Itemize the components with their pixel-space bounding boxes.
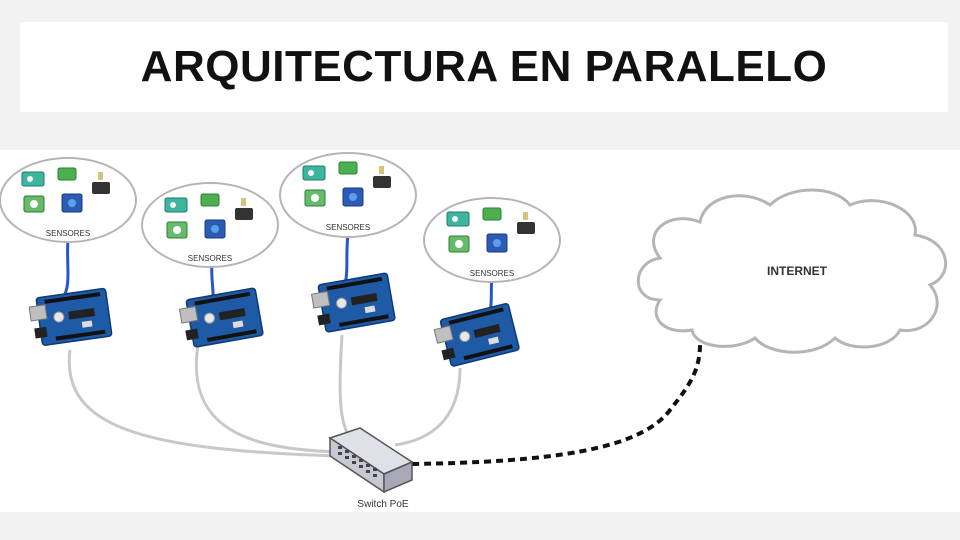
slide-title: ARQUITECTURA EN PARALELO <box>140 42 828 91</box>
ethernet-cable-1 <box>67 349 339 458</box>
board-shape <box>177 287 265 350</box>
ethernet-cables <box>67 334 462 458</box>
arduino-board-1 <box>27 287 113 348</box>
sensor-group-label: SENSORES <box>188 254 232 263</box>
dashed-link <box>411 343 702 466</box>
arduino-board-3 <box>309 272 397 335</box>
switch-label: Switch PoE <box>357 499 408 510</box>
board-shape <box>309 272 397 335</box>
cloud-shape <box>636 188 948 354</box>
ethernet-cable-2 <box>194 344 343 454</box>
title-bar: ARQUITECTURA EN PARALELO <box>20 22 948 112</box>
sensor-group-label: SENSORES <box>326 223 370 232</box>
sensor-group-1: SENSORES <box>0 157 137 243</box>
sensor-group-2: SENSORES <box>141 182 279 268</box>
internet-cloud: INTERNET <box>636 188 948 354</box>
internet-link <box>411 343 702 466</box>
arduino-board-2 <box>177 287 265 350</box>
sensor-group-label: SENSORES <box>46 229 90 238</box>
board-shape <box>431 302 521 370</box>
ethernet-cable-4 <box>394 367 462 447</box>
board-shape <box>27 287 113 348</box>
sensor-group-label: SENSORES <box>470 269 514 278</box>
sensor-cable-1 <box>60 239 70 301</box>
poe-switch: Switch PoE <box>328 427 414 510</box>
sensor-group-4: SENSORES <box>423 197 561 283</box>
arduino-board-4 <box>431 302 521 370</box>
sensor-group-3: SENSORES <box>279 152 417 238</box>
cloud-label: INTERNET <box>767 264 828 278</box>
ethernet-cable-3 <box>338 334 352 441</box>
